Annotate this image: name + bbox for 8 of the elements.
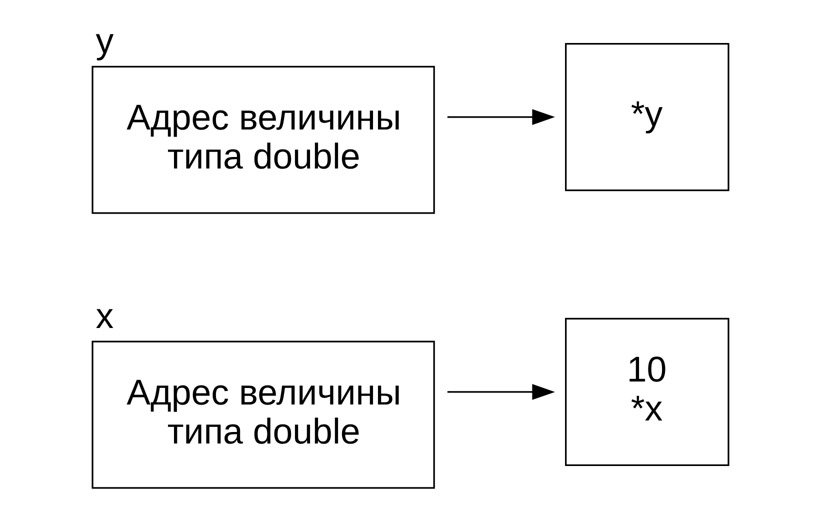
arrow [447, 109, 555, 126]
arrow [447, 384, 555, 400]
node-box: 10 *x [565, 318, 730, 466]
node-box: Адрес величины типа double [92, 66, 435, 214]
node-box: *y [565, 43, 730, 192]
node-label: y [96, 20, 114, 61]
node-box: Адрес величины типа double [92, 340, 435, 489]
node-label: x [96, 296, 114, 336]
